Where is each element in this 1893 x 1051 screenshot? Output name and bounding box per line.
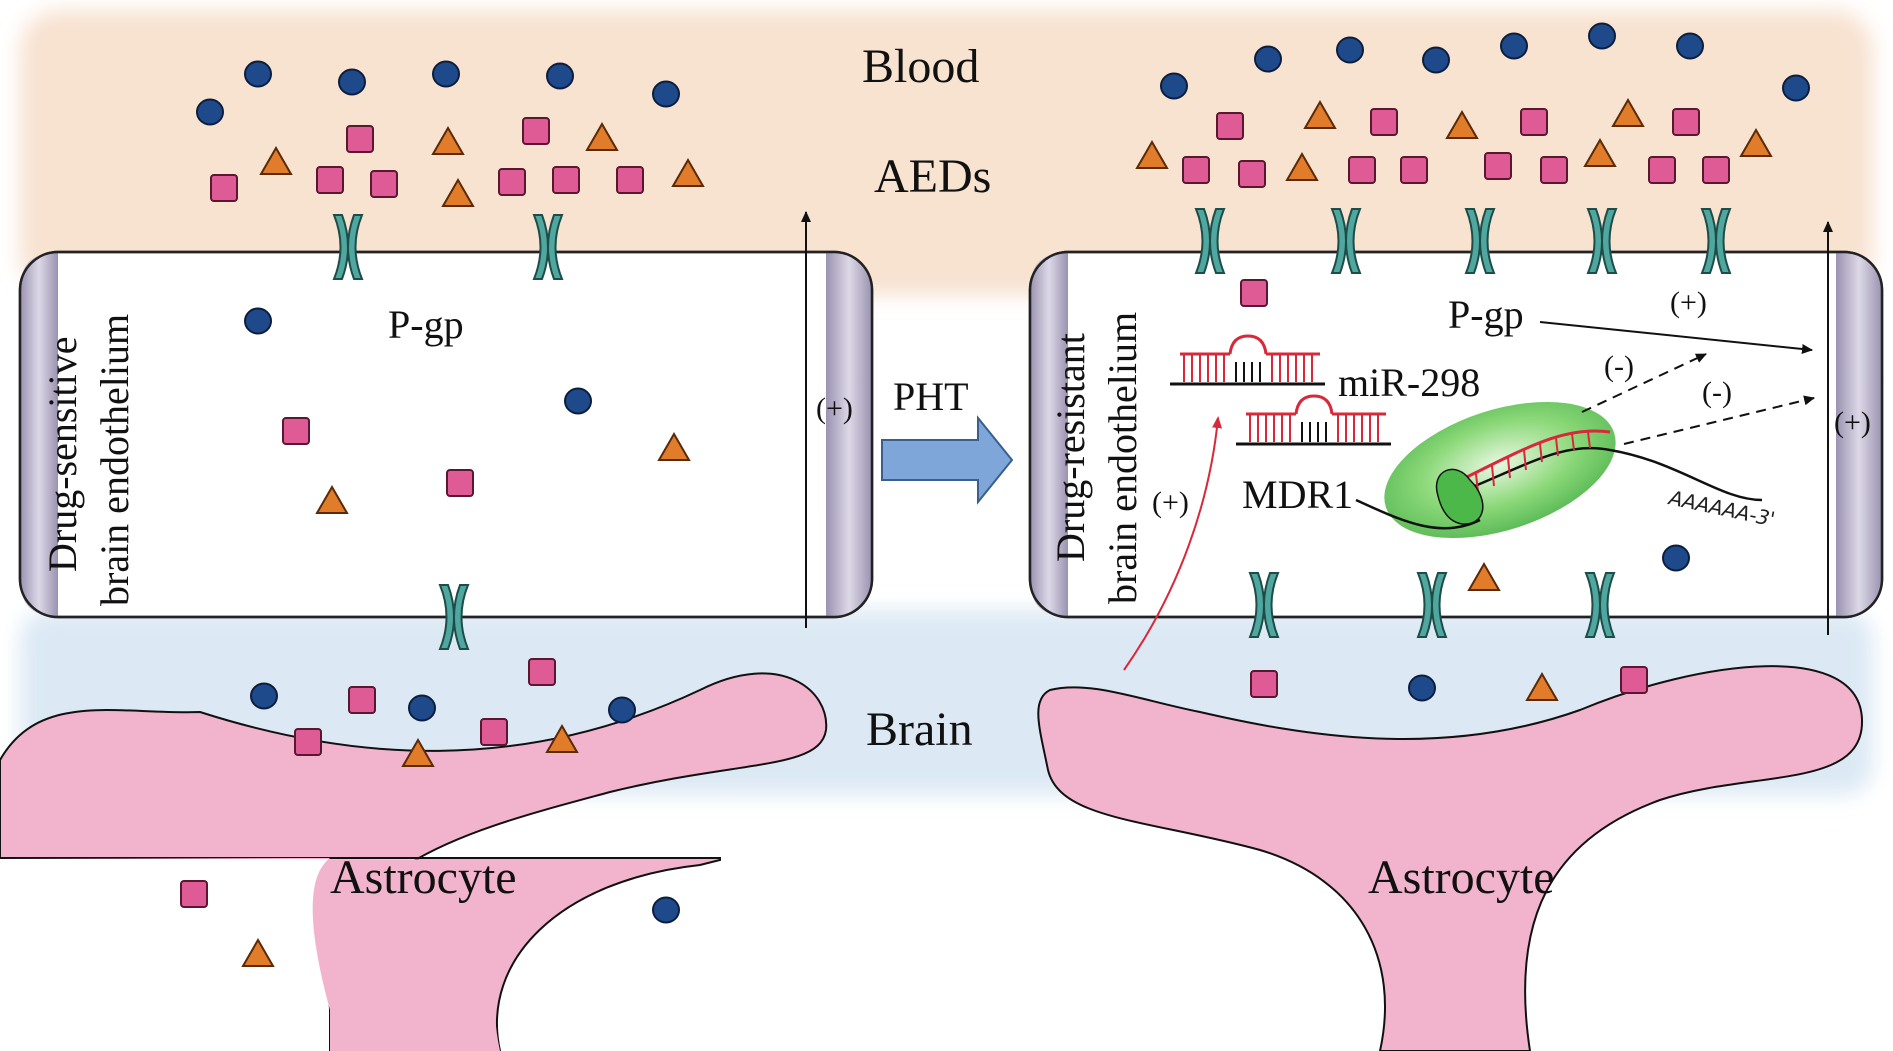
circle-icon [1160,72,1188,100]
circle-icon [1500,32,1528,60]
plus-left-cell: (+) [816,392,853,425]
square-icon [1250,670,1278,698]
mdr1-label: MDR1 [1242,472,1353,517]
sensitive-label-1: Drug-sensitive [40,336,85,572]
square-icon [282,417,310,445]
blood-region [20,10,1873,295]
astrocyte-left-trunk [0,858,620,1051]
astrocyte-left-label: Astrocyte [330,851,517,904]
square-icon [1484,152,1512,180]
square-icon [528,658,556,686]
square-icon [1370,108,1398,136]
circle-icon [652,896,680,924]
aeds-label: AEDs [874,150,991,203]
circle-icon [1422,46,1450,74]
square-icon [316,166,344,194]
square-icon [446,469,474,497]
plus-pgp: (+) [1670,286,1707,319]
sensitive-label-2: brain endothelium [92,314,137,606]
square-icon [498,168,526,196]
square-icon [1348,156,1376,184]
pgp-right-label: P-gp [1448,292,1524,337]
square-icon [294,728,322,756]
square-icon [1702,156,1730,184]
square-icon [1672,108,1700,136]
square-icon [616,166,644,194]
circle-icon [1662,544,1690,572]
square-icon [180,880,208,908]
inhibit-arrow-2 [1623,395,1815,445]
square-icon [1648,156,1676,184]
plus-red: (+) [1152,486,1189,519]
square-icon [370,170,398,198]
circle-icon [652,80,680,108]
square-icon [1520,108,1548,136]
square-icon [210,174,238,202]
circle-icon [1254,45,1282,73]
minus-2: (-) [1702,376,1732,409]
brain-label: Brain [866,703,973,756]
circle-icon [408,694,436,722]
astrocyte-right-label: Astrocyte [1368,851,1555,904]
circle-icon [244,307,272,335]
minus-1: (-) [1604,350,1634,383]
induction-arrow [1123,416,1223,671]
mir298-label: miR-298 [1338,360,1480,405]
plus-right-cell: (+) [1834,406,1871,439]
sensitive-endothelium-cell [18,250,874,619]
square-icon [1216,112,1244,140]
circle-icon [338,68,366,96]
pgp-arrow [1539,321,1813,354]
circle-icon [1408,674,1436,702]
square-icon [1238,160,1266,188]
ribosome-complex [1355,401,1763,539]
pht-label: PHT [893,374,969,419]
square-icon [1240,279,1268,307]
square-icon [552,166,580,194]
circle-icon [244,60,272,88]
circle-icon [546,62,574,90]
circle-icon [564,387,592,415]
square-icon [348,686,376,714]
square-icon [346,125,374,153]
square-icon [1400,156,1428,184]
circle-icon [1676,32,1704,60]
triangle-icon [242,939,274,967]
square-icon [1540,156,1568,184]
circle-icon [432,60,460,88]
square-icon [522,117,550,145]
astrocyte-right [1037,665,1864,1051]
square-icon [480,718,508,746]
circle-icon [1336,36,1364,64]
circle-icon [1782,74,1810,102]
circle-icon [608,696,636,724]
pht-arrow [881,415,1014,505]
resistant-label-2: brain endothelium [1100,312,1145,604]
square-icon [1182,156,1210,184]
circle-icon [1588,22,1616,50]
blood-label: Blood [862,40,979,93]
circle-icon [196,98,224,126]
resistant-label-1: Drug-resistant [1048,333,1093,562]
circle-icon [250,682,278,710]
inhibit-arrow-1 [1581,353,1707,413]
square-icon [1620,666,1648,694]
pgp-left-label: P-gp [388,302,464,347]
